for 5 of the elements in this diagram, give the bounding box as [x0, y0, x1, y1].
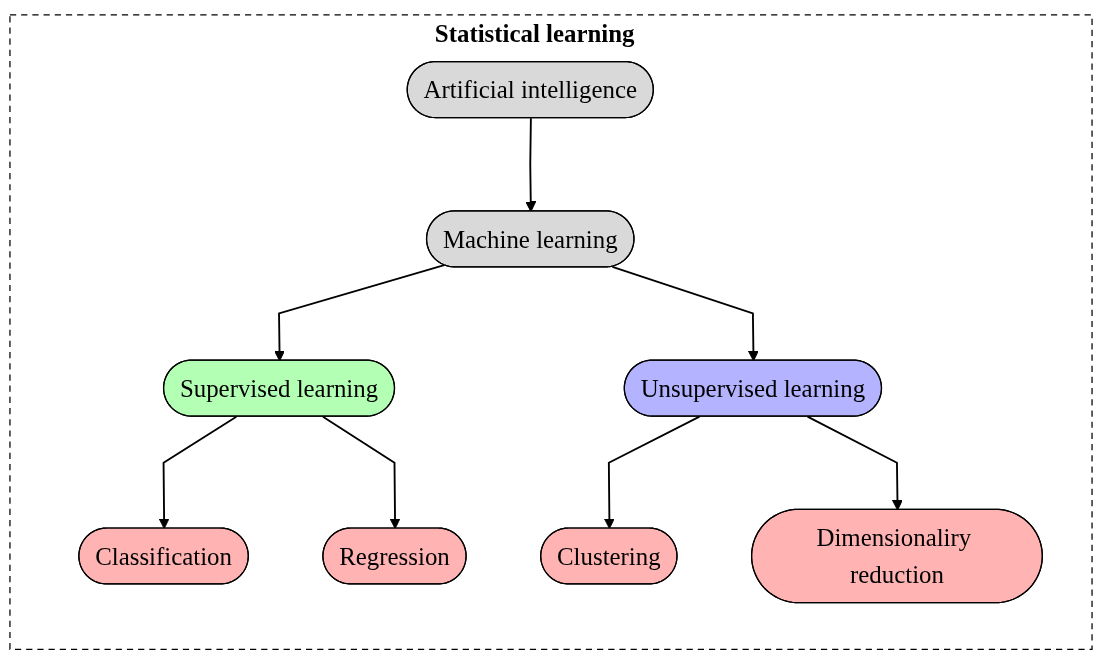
arrow: [806, 415, 903, 511]
arrow: [603, 415, 701, 529]
arrow: [322, 415, 401, 529]
arrow: [525, 117, 537, 212]
arrow: [158, 415, 238, 529]
